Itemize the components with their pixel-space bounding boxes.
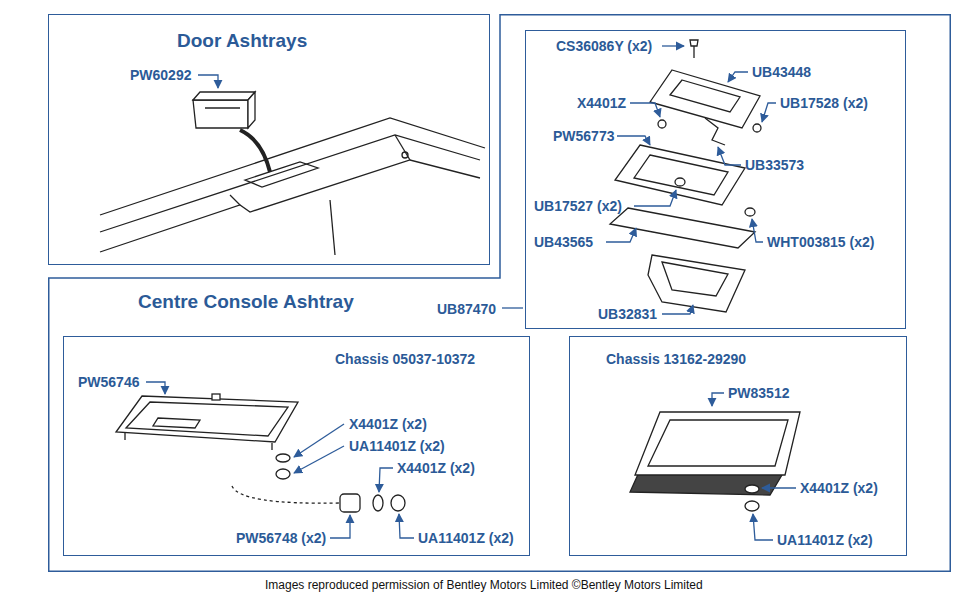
door-ashtray bbox=[193, 92, 270, 172]
assembly-box: UB87470 bbox=[525, 30, 906, 329]
part-number: CS36086Y (x2) bbox=[556, 37, 652, 55]
section-panel: Door Ashtrays bbox=[48, 14, 490, 265]
part-number: UB33573 bbox=[745, 156, 804, 174]
part-number: UB43565 bbox=[534, 233, 593, 251]
part-number: X4401Z bbox=[577, 94, 626, 112]
section-title: Centre Console Ashtray bbox=[138, 292, 354, 312]
part-number: X4401Z (x2) bbox=[397, 459, 475, 477]
copyright-caption: Images reproduced permission of Bentley … bbox=[265, 577, 703, 593]
part-number: UB17527 (x2) bbox=[534, 197, 622, 215]
part-number: UB32831 bbox=[598, 305, 657, 323]
part-number: PW56748 (x2) bbox=[236, 529, 326, 547]
part-number: UB43448 bbox=[752, 63, 811, 81]
box-title: UB87470 bbox=[437, 299, 496, 319]
part-number: UA11401Z (x2) bbox=[418, 529, 514, 547]
part-number: PW83512 bbox=[728, 384, 789, 402]
door-sill bbox=[100, 118, 485, 255]
part-number: WHT003815 (x2) bbox=[767, 233, 874, 251]
part-number: UA11401Z (x2) bbox=[349, 437, 445, 455]
section-title: Door Ashtrays bbox=[177, 31, 307, 51]
part-number: UB17528 (x2) bbox=[780, 94, 868, 112]
part-number: X4401Z (x2) bbox=[800, 479, 878, 497]
part-number: UA11401Z (x2) bbox=[777, 531, 873, 549]
box-title: Chassis 05037-10372 bbox=[335, 349, 475, 369]
console-ashtray-parts bbox=[610, 40, 761, 312]
part-number: X4401Z (x2) bbox=[349, 415, 427, 433]
part-number: PW60292 bbox=[130, 66, 191, 84]
chassis-box: Chassis 13162-29290 bbox=[569, 336, 907, 556]
box-title: Chassis 13162-29290 bbox=[606, 349, 746, 369]
part-number: PW56773 bbox=[553, 127, 614, 145]
console-plate-late bbox=[630, 412, 800, 511]
part-number: PW56746 bbox=[78, 373, 139, 391]
chassis-box: Chassis 05037-10372 bbox=[63, 336, 530, 556]
